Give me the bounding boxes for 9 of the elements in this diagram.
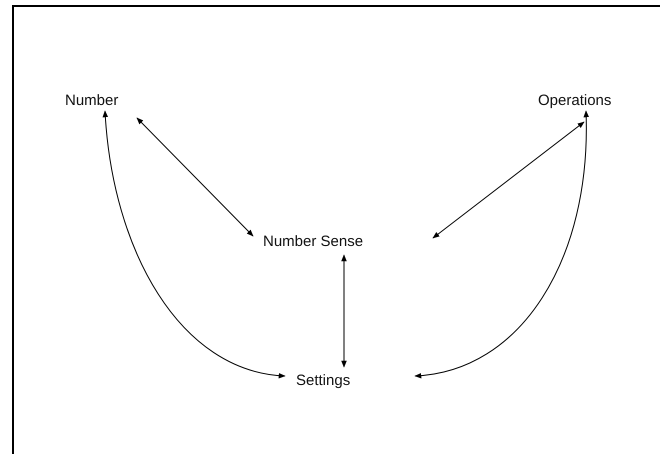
node-label: Settings — [296, 372, 350, 388]
arrow — [414, 110, 589, 378]
node-label: Number — [65, 92, 118, 108]
arrow — [432, 122, 585, 238]
arrow — [341, 254, 347, 368]
node-label: Number Sense — [263, 232, 364, 250]
arrow — [102, 110, 286, 378]
node-label: Operations — [538, 92, 612, 108]
arrow — [136, 118, 254, 236]
